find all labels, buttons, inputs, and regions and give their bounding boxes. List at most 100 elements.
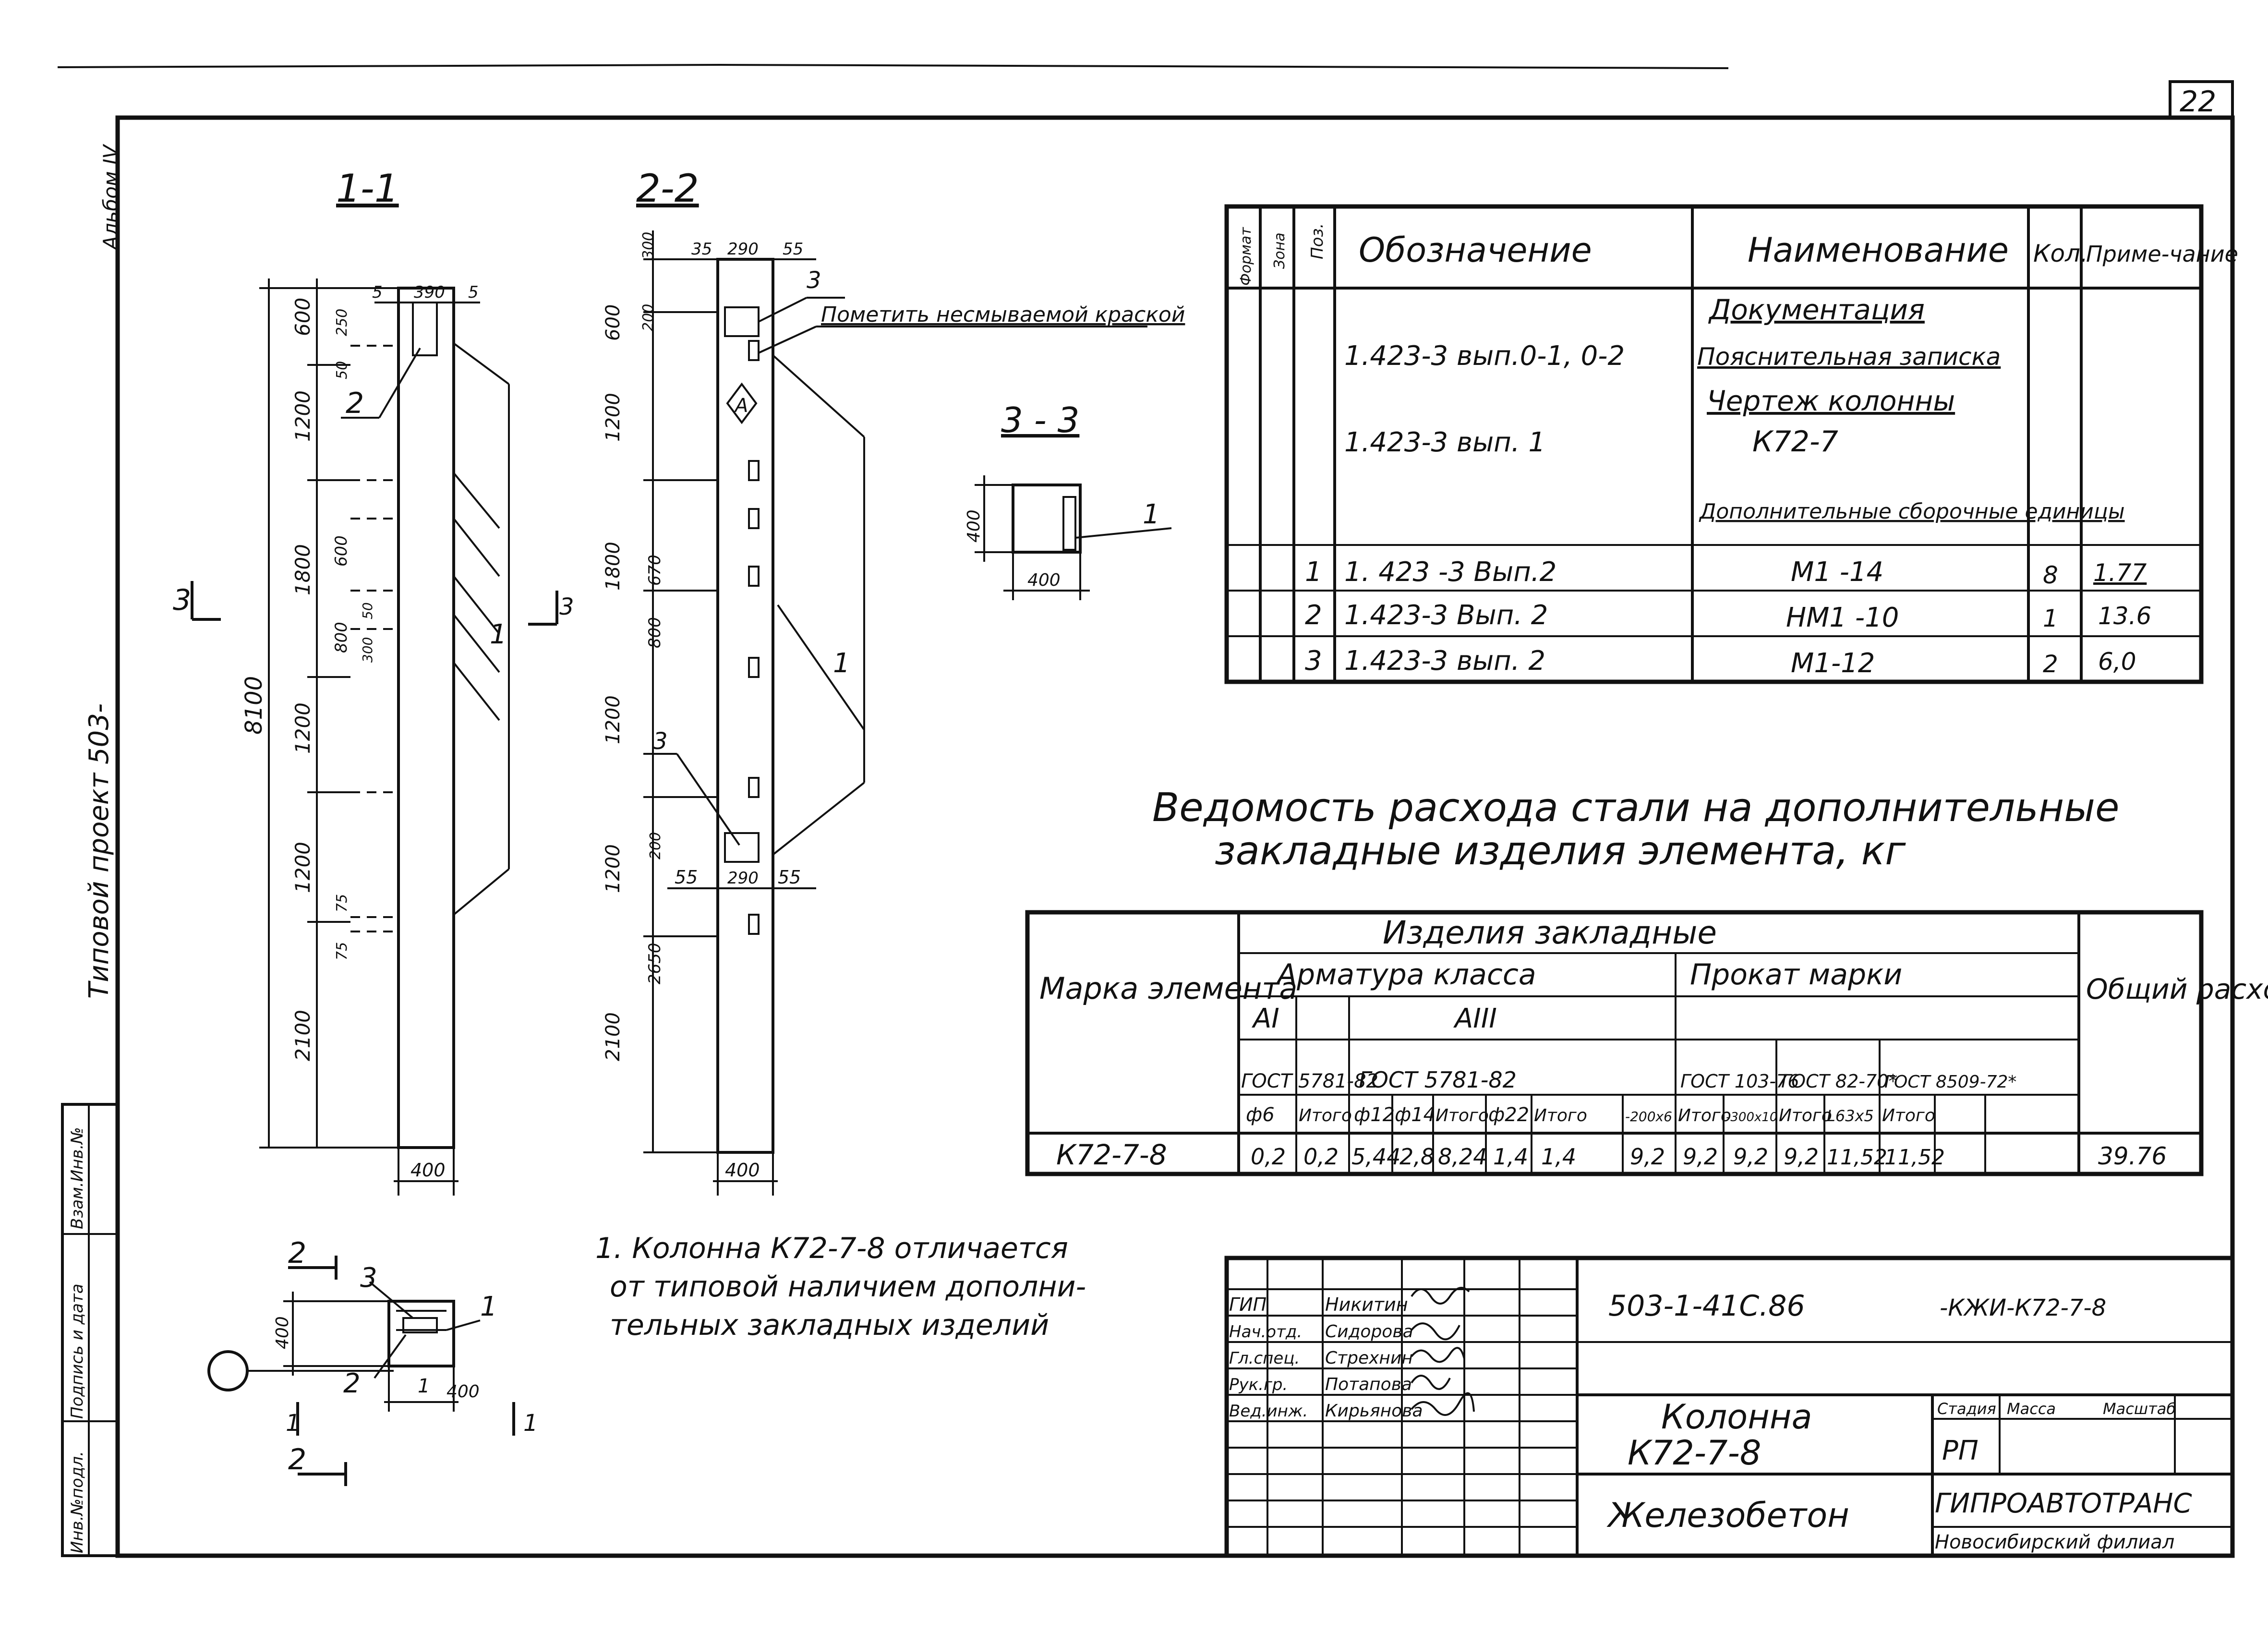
s11-section-mark-right: 3 <box>559 593 574 620</box>
s22-dim-2: 1800 <box>602 542 624 591</box>
tb-role-1: Нач.отд. <box>1229 1322 1302 1342</box>
s22-mark-3-top: 3 <box>807 267 821 294</box>
page-number-box <box>2169 80 2234 119</box>
spec-r4-name: Дополнительные сборочные единицы <box>1699 499 2125 524</box>
steel-title-1: Ведомость расхода стали на дополнительны… <box>1152 785 2119 831</box>
s22-dim-0: 600 <box>602 304 624 341</box>
s11-mark-2: 2 <box>346 387 364 420</box>
steel-col-10: Итого <box>1779 1106 1832 1125</box>
s22-dim-5: 2100 <box>602 1012 624 1061</box>
signature-1 <box>1411 1322 1460 1341</box>
steel-col-headers: ф6 Итого ф12 ф14 Итого ф22 Итого -200х6 … <box>1246 1104 1935 1126</box>
s11-dim-3: 1200 <box>291 702 314 754</box>
steel-col-4: Итого <box>1436 1106 1489 1125</box>
plan-mark-3: 3 <box>360 1262 377 1294</box>
s11-in-7: 75 <box>334 942 350 960</box>
spec-r6-name: НМ1 -10 <box>1786 602 1899 633</box>
spec-r6-pos: 2 <box>1305 600 1322 631</box>
tb-code: 503-1-41С.86 <box>1608 1289 1805 1323</box>
spec-r2-name: Чертеж колонны <box>1707 385 1955 417</box>
s11-top-0: 5 <box>372 283 383 302</box>
spec-r5-note: 1.77 <box>2093 559 2147 587</box>
s22-note: Пометить несмываемой краской <box>821 302 1185 327</box>
spec-h-format: Формат <box>1238 227 1255 286</box>
section-1-1: 1-1 1 600 1200 1800 <box>173 166 574 1196</box>
plan-mark-2: 2 <box>343 1368 361 1399</box>
tb-role-4: Вед.инж. <box>1229 1402 1308 1421</box>
s11-in-3: 800 <box>332 622 351 653</box>
spec-h-name: Наименование <box>1748 230 2009 270</box>
s22-in-0: 300 <box>640 232 657 259</box>
page-number: 22 <box>2180 85 2216 119</box>
series-label: Типовой проект 503- <box>84 703 115 999</box>
tb-role-3: Рук.гр. <box>1229 1375 1288 1394</box>
sheet-frame <box>115 115 2235 1558</box>
tb-name-4: Кирьянова <box>1325 1401 1423 1421</box>
steel-h-gost4: ГОСТ 82-70* <box>1781 1071 1897 1092</box>
steel-h-rolled: Прокат марки <box>1690 958 1902 992</box>
steel-statement: Ведомость расхода стали на дополнительны… <box>1025 785 2268 1176</box>
steel-h-items: Изделия закладные <box>1383 914 1717 951</box>
s22-in-2: 670 <box>645 555 664 586</box>
spec-r3-code: 1.423-3 вып. 1 <box>1344 427 1545 458</box>
s22-mark-1: 1 <box>833 648 850 679</box>
side-stamp: Инв.№подл. Подпись и дата Взам.Инв.№ <box>61 1103 119 1557</box>
signature-2 <box>1411 1347 1465 1363</box>
plan-dim-h: 400 <box>273 1316 292 1349</box>
stamp-replace: Взам.Инв.№ <box>68 1127 87 1229</box>
note-line-1: 1. Колонна К72-7-8 отличается <box>595 1232 1068 1265</box>
steel-row-mark: К72-7-8 <box>1056 1138 1167 1171</box>
s22-top-1: 290 <box>727 240 759 259</box>
tb-name-0: Никитин <box>1325 1294 1408 1315</box>
plan-arrow-1-right: 1 <box>523 1410 538 1437</box>
tb-stage: РП <box>1942 1435 1978 1466</box>
s22-diamond: А <box>734 395 748 417</box>
tb-doc: -КЖИ-К72-7-8 <box>1940 1294 2106 1321</box>
s11-dim-5: 2100 <box>291 1010 314 1061</box>
steel-col-7: -200х6 <box>1625 1109 1672 1125</box>
steel-val-4: 8,24 <box>1438 1144 1487 1170</box>
spec-r7-name: М1-12 <box>1791 648 1875 679</box>
steel-h-rebar: Арматура класса <box>1275 958 1536 992</box>
s11-dim-2: 1800 <box>291 544 314 595</box>
steel-col-2: ф12 <box>1354 1104 1395 1126</box>
tb-role-0: ГИП <box>1229 1294 1267 1315</box>
s11-dim-4: 1200 <box>291 842 314 893</box>
s11-width: 400 <box>410 1160 446 1181</box>
steel-h-gost2: ГОСТ 5781-82 <box>1359 1067 1517 1093</box>
steel-h-aiii: АIII <box>1453 1003 1497 1034</box>
section-3-3-title: 3 - 3 <box>1001 400 1079 440</box>
steel-col-0: ф6 <box>1246 1104 1275 1126</box>
spec-r1-name: Пояснительная записка <box>1697 343 2001 371</box>
spec-r5-qty: 8 <box>2043 561 2058 589</box>
tb-role-2: Гл.спец. <box>1229 1349 1300 1368</box>
s22-top-2: 55 <box>783 240 803 259</box>
steel-h-gost3: ГОСТ 103-76 <box>1680 1071 1799 1092</box>
steel-val-7: 9,2 <box>1630 1144 1665 1170</box>
tb-org: ГИПРОАВТОТРАНС <box>1935 1488 2192 1519</box>
s11-dim-1: 1200 <box>291 390 314 442</box>
tb-material: Железобетон <box>1606 1496 1849 1535</box>
s22-in-1: 200 <box>640 304 657 331</box>
spec-r0-name: Документация <box>1708 293 1925 326</box>
s11-mark-1: 1 <box>490 619 507 650</box>
stamp-sign: Подпись и дата <box>68 1283 87 1419</box>
s22-width: 400 <box>725 1160 760 1181</box>
steel-val-3: 2,8 <box>1399 1144 1435 1170</box>
s22-in-5: 2650 <box>645 943 664 984</box>
tb-name-2: Стрехнин <box>1325 1348 1413 1368</box>
steel-val-0: 0,2 <box>1251 1144 1286 1170</box>
spec-r7-note: 6,0 <box>2098 648 2136 676</box>
s22-in-4: 200 <box>647 832 664 859</box>
spec-h-qty: Кол. <box>2033 240 2088 267</box>
s22-bot-0: 55 <box>675 867 698 888</box>
section-3-3: 3 - 3 400 400 1 <box>964 400 1172 600</box>
tb-scale-label: Масштаб <box>2103 1400 2176 1418</box>
spec-r1-code: 1.423-3 вып.0-1, 0-2 <box>1344 340 1625 372</box>
s11-in-5: 300 <box>360 637 375 663</box>
spec-h-zone: Зона <box>1271 232 1288 269</box>
spec-r7-pos: 3 <box>1305 645 1322 677</box>
steel-val-2: 5,44 <box>1351 1144 1400 1170</box>
steel-h-mark: Марка элемента <box>1039 971 1297 1006</box>
steel-title-2: закладные изделия элемента, кг <box>1215 828 1906 874</box>
